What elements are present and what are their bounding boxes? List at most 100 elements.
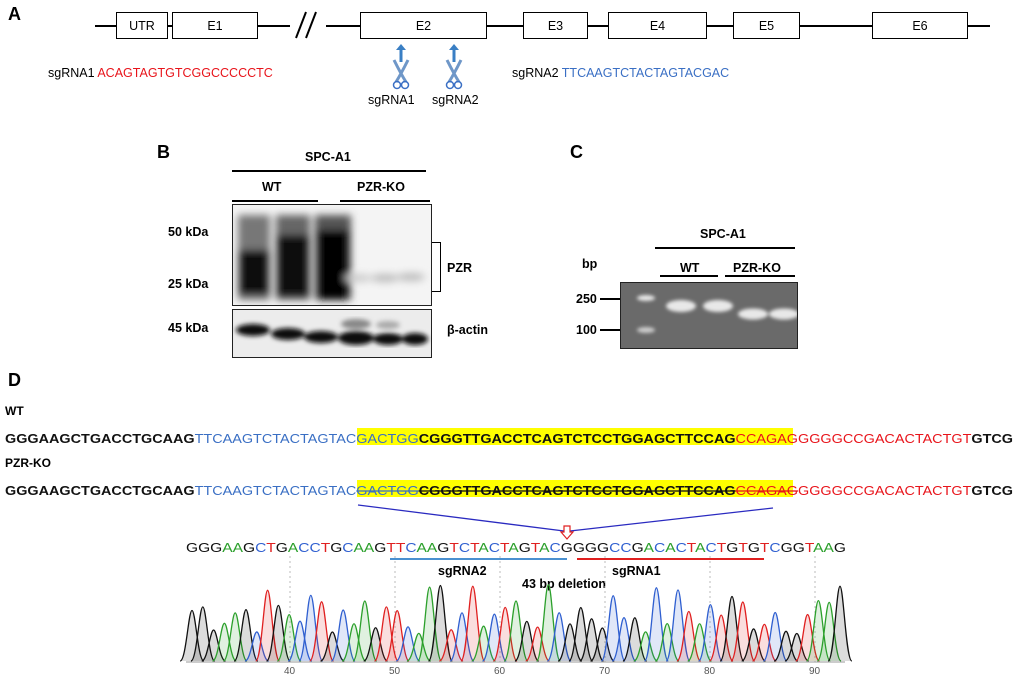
ko-label: PZR-KO	[357, 180, 405, 194]
bp-unit-label: bp	[582, 257, 598, 271]
seq-sgrna1: GGGGCCGACACTACTGT	[798, 483, 971, 498]
trace-peak	[611, 617, 637, 662]
pzr-label: PZR	[447, 261, 472, 275]
trace-peak	[557, 623, 583, 662]
trace-peak	[514, 620, 540, 662]
trace-peak	[741, 628, 766, 662]
ko-seq-label: PZR-KO	[5, 456, 51, 470]
deletion-label: 43 bp deletion	[522, 577, 606, 591]
base-call: A	[824, 540, 835, 555]
cut-site-2-label: sgRNA2	[432, 93, 479, 107]
cell-line-label: SPC-A1	[305, 150, 351, 164]
base-call: C	[620, 540, 631, 555]
seq-flank-right: GTCG	[971, 483, 1013, 498]
base-call: T	[470, 540, 480, 555]
seq-sgrna2-pam-deleted: GACTGG	[356, 483, 418, 498]
base-call: G	[793, 540, 805, 555]
trace-peak	[643, 587, 669, 662]
sgrna2-chrom-label: sgRNA2	[438, 564, 487, 578]
base-call: C	[769, 540, 780, 555]
axis-tick-label: 80	[704, 666, 716, 677]
base-call: A	[508, 540, 519, 555]
base-call: T	[717, 540, 727, 555]
seq-flank-right: GTCG	[971, 431, 1013, 446]
base-call: G	[519, 540, 531, 555]
axis-tick-label: 40	[284, 666, 296, 677]
base-call: T	[266, 540, 276, 555]
group-bar	[655, 247, 795, 249]
trace-peak	[449, 612, 475, 662]
exon-e4: E4	[608, 12, 707, 39]
trace-peak	[244, 631, 270, 662]
exon-e2: E2	[360, 12, 487, 39]
base-call: T	[386, 540, 396, 555]
trace-peak	[460, 585, 486, 662]
base-call: G	[330, 540, 342, 555]
trace-peak	[320, 631, 345, 662]
base-call: T	[760, 540, 770, 555]
wt-label: WT	[680, 261, 700, 275]
seq-sgrna1-pam: CCAGAG	[736, 431, 798, 446]
trace-peak	[719, 595, 745, 662]
cut-site-1-label: sgRNA1	[368, 93, 415, 107]
base-call: G	[726, 540, 738, 555]
base-call: G	[186, 540, 198, 555]
wt-seq-label: WT	[5, 404, 24, 418]
ko-bar	[725, 275, 795, 277]
trace-peak	[773, 630, 799, 662]
panel-c-label: C	[570, 142, 583, 162]
base-call: A	[222, 540, 233, 555]
base-call: A	[364, 540, 375, 555]
trace-peak	[816, 601, 842, 662]
trace-peak	[211, 622, 237, 662]
trace-peak	[438, 629, 464, 662]
base-call: C	[676, 540, 687, 555]
exon-e3: E3	[523, 12, 588, 39]
zoom-line-right	[569, 507, 774, 532]
gap-break	[290, 10, 326, 40]
trace-peak	[384, 610, 410, 662]
trace-peak	[687, 623, 713, 662]
trace-peak	[309, 601, 335, 662]
sgrna2-label: sgRNA2	[512, 66, 559, 80]
trace-peak	[427, 584, 453, 662]
base-call: A	[233, 540, 244, 555]
scissors-icon	[390, 44, 412, 90]
base-call: G	[210, 540, 222, 555]
trace-peak	[654, 622, 680, 662]
ladder-250: 250	[576, 292, 597, 306]
base-call: A	[354, 540, 365, 555]
seq-sgrna1: GGGGCCGACACTACTGT	[798, 431, 971, 446]
exon-utr: UTR	[116, 12, 168, 39]
base-call: A	[427, 540, 438, 555]
wt-bar	[660, 275, 718, 277]
base-call: C	[255, 540, 266, 555]
base-call: G	[243, 540, 255, 555]
ladder-tick	[600, 298, 620, 300]
base-call: G	[748, 540, 760, 555]
base-call: A	[288, 540, 299, 555]
scissors-icon	[443, 44, 465, 90]
ladder-100: 100	[576, 323, 597, 337]
base-call: C	[298, 540, 309, 555]
pzr-bracket	[432, 242, 441, 292]
trace-peak	[805, 599, 831, 662]
trace-peak	[492, 606, 518, 662]
trace-peak	[406, 632, 431, 662]
base-call: T	[321, 540, 331, 555]
base-call: G	[834, 540, 846, 555]
base-call: A	[539, 540, 550, 555]
base-call: C	[706, 540, 717, 555]
base-call: G	[632, 540, 644, 555]
trace-peak	[579, 618, 605, 662]
base-call: A	[478, 540, 489, 555]
actin-label: β-actin	[447, 323, 488, 337]
trace-peak	[795, 613, 821, 662]
seq-deleted-core: CGGGTTGACCTCAGTCTCCTGGAGCTTCCAG	[419, 431, 736, 446]
trace-peak	[730, 601, 756, 662]
ko-label: PZR-KO	[733, 261, 781, 275]
trace-peak	[827, 585, 853, 662]
trace-peak	[665, 589, 691, 662]
